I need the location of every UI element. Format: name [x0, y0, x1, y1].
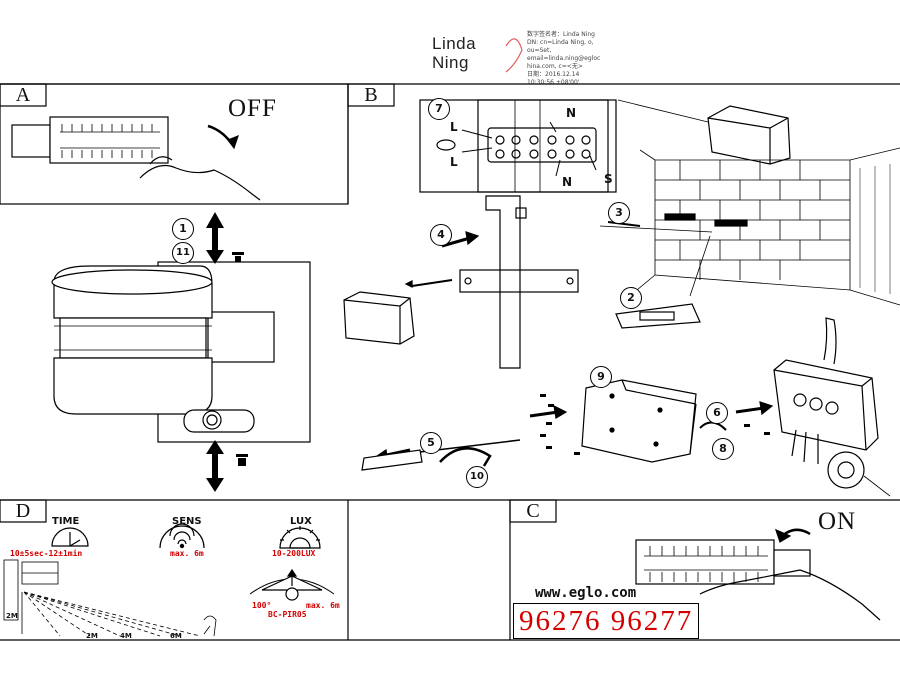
- arrows-misc: [372, 221, 774, 463]
- detection-fan-icon: [249, 568, 335, 601]
- panel-d-letter: D: [15, 500, 31, 522]
- detection-range-diagram: [3, 559, 217, 637]
- on-label: ON: [818, 508, 857, 535]
- sens-value: max. 6m: [170, 549, 204, 558]
- sensor-model: BC-PIR05: [268, 610, 307, 619]
- hand-outline: [139, 165, 261, 201]
- wall-plugs: [599, 213, 748, 233]
- junction-box-top: [617, 99, 791, 165]
- wire-label-n-top: N: [566, 106, 577, 120]
- time-value: 10±5sec-12±1min: [10, 549, 83, 558]
- panel-a-letter: A: [15, 84, 31, 106]
- time-title: TIME: [52, 516, 80, 527]
- step-8-badge: 8: [712, 438, 734, 460]
- terminal-block-detail: [419, 99, 617, 193]
- switch-on-illustration: [635, 539, 881, 621]
- panel-b-letter: B: [364, 84, 378, 106]
- step-2-badge: 2: [620, 287, 642, 309]
- sens-title: SENS: [172, 516, 202, 527]
- sensor-cover-plate: [581, 379, 727, 463]
- signature-first-name: Linda: [432, 34, 477, 53]
- scattered-screws: [540, 394, 770, 455]
- step-11-badge: 11: [172, 242, 194, 264]
- lux-value: 10-200LUX: [272, 549, 316, 558]
- mounting-bracket: [404, 195, 579, 369]
- panel-b-frame: [347, 83, 395, 204]
- signature-line: 日期：2016.12.14: [527, 71, 580, 78]
- website-link[interactable]: www.eglo.com: [535, 585, 637, 601]
- wire-label-s: S: [604, 172, 613, 186]
- signature-line: ou=Set,: [527, 47, 552, 54]
- wire-label-l-top: L: [450, 120, 458, 134]
- step-9-badge: 9: [590, 366, 612, 388]
- time-icon: [51, 527, 89, 547]
- step-6-badge: 6: [706, 402, 728, 424]
- sens-icon: [159, 523, 205, 549]
- panel-d-frame: [0, 499, 349, 640]
- signature-details: 数字签名者：Linda Ning DN: cn=Linda Ning, o, o…: [527, 31, 657, 87]
- distance-2m: 2M: [86, 632, 98, 640]
- signature-line: email=linda.ning@egloc: [527, 55, 601, 62]
- switch-off-illustration: [11, 116, 261, 201]
- height-label: 2M: [6, 612, 18, 620]
- signature-name: Linda Ning: [432, 34, 476, 72]
- step-7-badge: 7: [428, 98, 450, 120]
- signature-mark: [505, 38, 523, 73]
- screw-up-arrow: [206, 212, 244, 264]
- lux-icon: [279, 526, 321, 549]
- step-10-badge: 10: [466, 466, 488, 488]
- step-5-badge: 5: [420, 432, 442, 454]
- wire-label-l-bottom: L: [450, 155, 458, 169]
- drill-marker: [615, 235, 711, 329]
- off-label: OFF: [228, 95, 277, 122]
- distance-4m: 4M: [120, 632, 132, 640]
- wire-label-n-bottom: N: [562, 175, 573, 189]
- step-4-badge: 4: [430, 224, 452, 246]
- brick-wall: [624, 147, 900, 306]
- hand-outline: [699, 569, 881, 621]
- panel-c-letter: C: [526, 500, 540, 522]
- step-3-badge: 3: [608, 202, 630, 224]
- screw-down-arrow: [206, 440, 248, 492]
- distance-6m: 6M: [170, 632, 182, 640]
- step-1-badge: 1: [172, 218, 194, 240]
- signature-line: DN: cn=Linda Ning, o,: [527, 39, 594, 46]
- signature-line: 10:30:56 +08'00': [527, 79, 580, 86]
- panel-c-frame: [509, 499, 557, 640]
- angle-value: 100°: [252, 601, 272, 610]
- signature-line: hina.com, c=<无>: [527, 63, 583, 70]
- signature-last-name: Ning: [432, 53, 469, 72]
- lux-title: LUX: [290, 516, 312, 527]
- signature-line: 数字签名者：Linda Ning: [527, 31, 595, 38]
- loose-junction-box: [343, 291, 415, 345]
- product-codes: 96276 96277: [513, 603, 700, 639]
- open-sensor-box: [773, 317, 891, 497]
- wall-lamp: [51, 261, 311, 443]
- range-value: max. 6m: [306, 601, 340, 610]
